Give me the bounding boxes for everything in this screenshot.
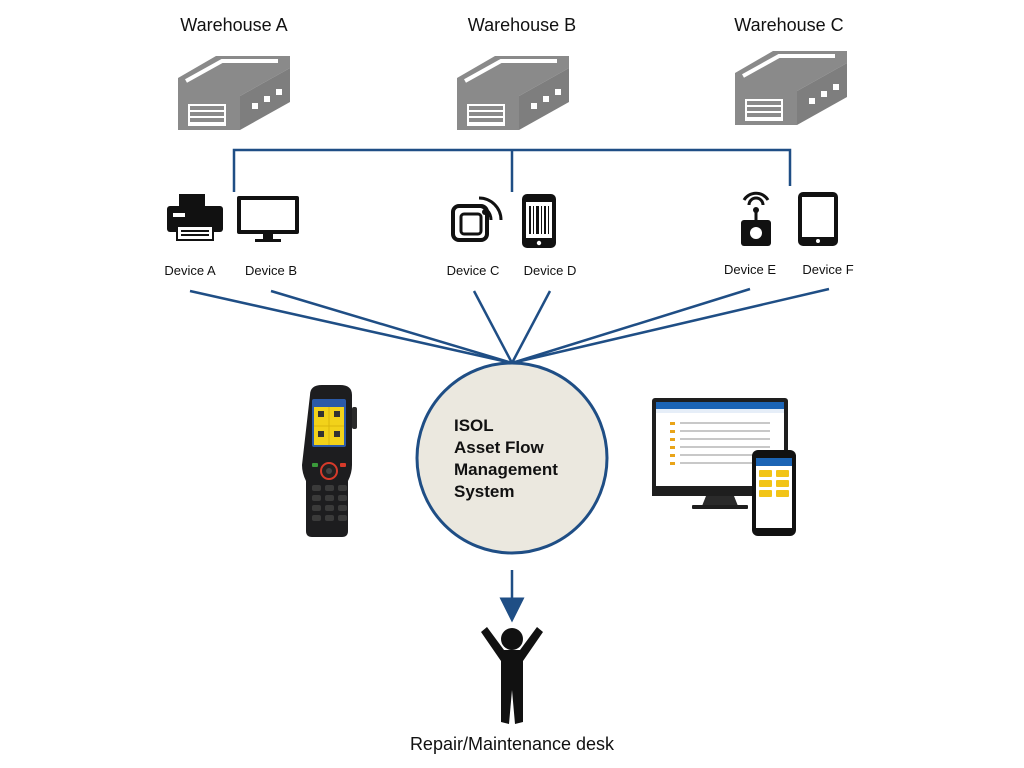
warehouse-label: Warehouse C xyxy=(734,15,844,35)
warehouse-label: Warehouse A xyxy=(180,15,288,35)
system-circle xyxy=(415,361,609,555)
printer-icon xyxy=(167,194,223,241)
desktop-and-mobile-app-image xyxy=(652,398,796,536)
tablet-icon xyxy=(798,192,838,246)
warehouse-icon xyxy=(178,56,290,130)
warehouse-icon xyxy=(735,51,847,125)
handheld-terminal-image xyxy=(302,385,357,537)
repair-desk-label: Repair/Maintenance desk xyxy=(409,734,615,754)
device-label: Device B xyxy=(244,263,298,278)
monitor-icon xyxy=(237,196,299,242)
device-label: Device F xyxy=(802,262,854,277)
system-title-line: Management xyxy=(454,460,558,479)
wireless-tag-icon xyxy=(741,191,771,246)
system-title-line: ISOL xyxy=(454,416,494,435)
warehouse-bus-connector xyxy=(232,148,792,192)
warehouse-icon xyxy=(457,56,569,130)
device-label: Device E xyxy=(723,262,777,277)
barcode-phone-icon xyxy=(522,194,556,248)
device-label: Device D xyxy=(523,263,577,278)
device-label: Device C xyxy=(446,263,500,278)
person-icon xyxy=(481,627,543,724)
system-title-line: System xyxy=(454,482,515,501)
system-title-line: Asset Flow xyxy=(454,438,544,457)
device-label: Device A xyxy=(164,263,216,278)
device-connector-lines xyxy=(189,287,830,365)
rfid-reader-icon xyxy=(451,196,503,242)
warehouse-label: Warehouse B xyxy=(467,15,577,35)
system-title: ISOL Asset Flow Management System xyxy=(454,415,604,503)
